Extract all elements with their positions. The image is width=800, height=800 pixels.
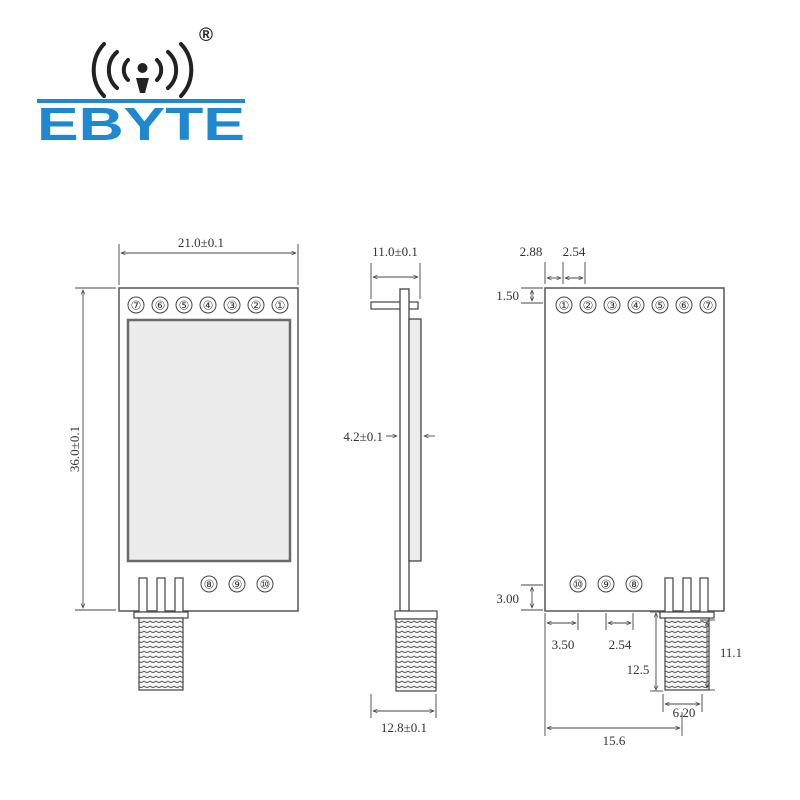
back-pin-offset-dimension (544, 262, 586, 284)
side-width-label: 11.0±0.1 (372, 244, 418, 259)
pin-label: ③ (607, 299, 618, 313)
pin-label: ② (583, 299, 594, 313)
pin-circle (555, 296, 573, 314)
pin-label: ⑦ (131, 299, 142, 313)
front-shield-can (126, 318, 292, 563)
back-antenna-position-dimension (547, 712, 683, 736)
back-top-margin-label: 1.50 (496, 288, 519, 303)
back-antenna-connector (659, 577, 715, 691)
back-bottom-margin-label: 3.00 (496, 591, 519, 606)
pin-circle (271, 296, 289, 314)
pin-circle (699, 296, 717, 314)
front-height-label: 36.0±0.1 (67, 426, 82, 472)
registered-mark: ® (199, 25, 213, 46)
back-bottom-offset-dimension (544, 613, 579, 736)
pin-circle (569, 575, 587, 593)
side-pin-header (370, 301, 419, 310)
pin-circle (200, 575, 218, 593)
pin-circle (127, 296, 145, 314)
pin-circle (223, 296, 241, 314)
back-pin-offset-label: 2.88 (520, 244, 543, 259)
pin-circle (627, 296, 645, 314)
side-antenna-label: 12.8±0.1 (381, 720, 427, 735)
front-antenna-connector (133, 577, 189, 691)
back-bottom-offset-label: 3.50 (552, 637, 575, 652)
pin-circle (199, 296, 217, 314)
pin-label: ⑦ (703, 299, 714, 313)
front-width-label: 21.0±0.1 (178, 235, 224, 250)
back-antenna-position-label: 15.6 (603, 733, 626, 748)
pin-label: ③ (227, 299, 238, 313)
pin-circle (228, 575, 246, 593)
pin-circle (625, 575, 643, 593)
back-connector-height-label: 11.1 (720, 645, 742, 660)
side-view: 11.0±0.1 4.2±0.1 12.8±0.1 (343, 244, 438, 735)
front-width-dimension (118, 244, 299, 285)
back-antenna-height-dimension (650, 611, 663, 692)
side-shield (408, 318, 422, 562)
side-antenna-dimension (370, 694, 437, 718)
pin-circle (651, 296, 669, 314)
pin-label: ② (251, 299, 262, 313)
back-connector-height-dimension (700, 619, 715, 691)
pin-label: ① (275, 299, 286, 313)
brand-underline (37, 99, 245, 103)
side-pcb (399, 288, 410, 612)
back-antenna-height-label: 12.5 (627, 662, 650, 677)
back-pin-pitch-bottom-dimension (605, 613, 634, 630)
pin-circle (597, 575, 615, 593)
pin-circle (151, 296, 169, 314)
pin-circle (247, 296, 265, 314)
pin-label: ④ (203, 299, 214, 313)
side-connector-base (394, 610, 438, 620)
back-connector-width-label: 6.20 (673, 705, 696, 720)
side-antenna-body (395, 618, 437, 692)
front-height-dimension (75, 287, 116, 611)
pin-circle (175, 296, 193, 314)
pin-label: ⑩ (573, 578, 584, 592)
back-connector-width-dimension (662, 694, 703, 712)
front-bottom-pins: ⑧ ⑨ ⑩ (200, 575, 274, 593)
wireless-antenna-icon (91, 42, 194, 98)
pin-label: ⑤ (179, 299, 190, 313)
back-pin-pitch-bottom-label: 2.54 (609, 637, 632, 652)
brand-name: EBYTE (37, 98, 245, 150)
pin-label: ⑧ (629, 578, 640, 592)
back-bottom-margin-dimension (521, 584, 543, 611)
pin-label: ⑨ (232, 578, 243, 592)
back-pin-pitch-top-label: 2.54 (563, 244, 586, 259)
back-top-margin-dimension (521, 287, 543, 304)
pin-circle (579, 296, 597, 314)
pin-label: ⑤ (655, 299, 666, 313)
pin-circle (603, 296, 621, 314)
pin-circle (256, 575, 274, 593)
back-module-body (544, 287, 725, 612)
pin-label: ⑩ (260, 578, 271, 592)
pin-label: ① (559, 299, 570, 313)
pin-label: ⑧ (204, 578, 215, 592)
ebyte-logo: ® EBYTE (37, 25, 245, 150)
pin-label: ⑨ (601, 578, 612, 592)
pin-label: ⑥ (155, 299, 166, 313)
pin-label: ⑥ (679, 299, 690, 313)
pin-circle (675, 296, 693, 314)
back-bottom-pins: ⑩ ⑨ ⑧ (569, 575, 643, 593)
side-thickness-label: 4.2±0.1 (343, 429, 383, 444)
pin-label: ④ (631, 299, 642, 313)
side-width-dimension (370, 263, 421, 299)
